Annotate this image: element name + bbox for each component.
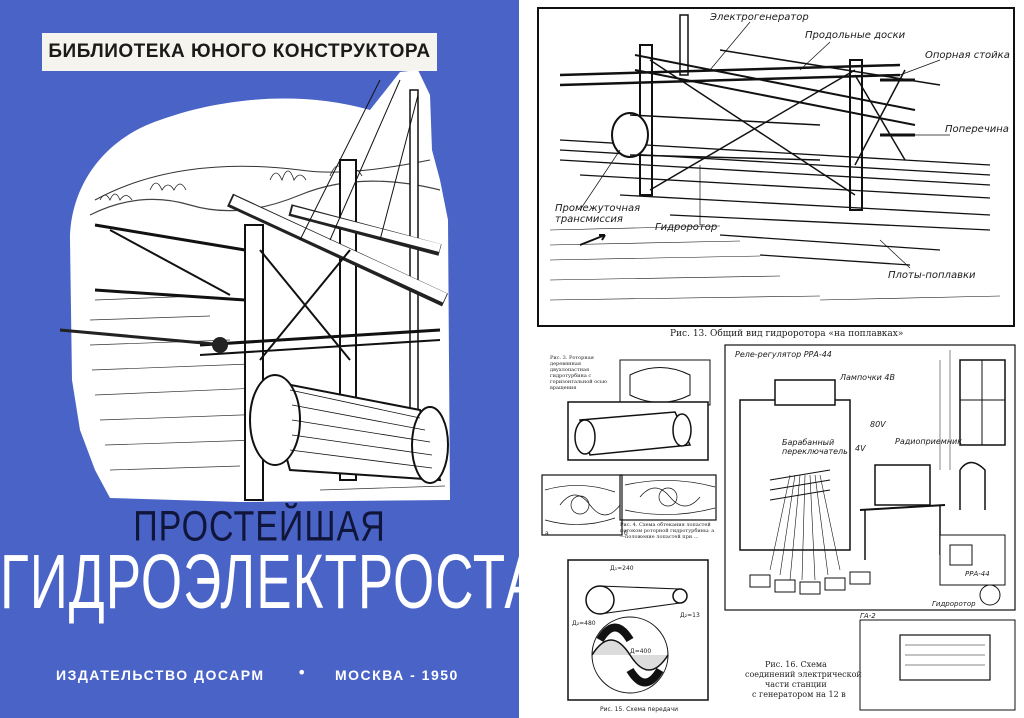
fig16-caption-2: соединений электрической	[745, 670, 862, 679]
fig4-mark-b: б	[624, 530, 628, 537]
label-80v: 80V	[870, 420, 886, 429]
cover-illustration	[59, 70, 450, 502]
fig4-caption: Рис. 4. Схема обтекания лопастей потоком…	[620, 522, 715, 540]
label-radio: Радиоприемник	[895, 437, 963, 446]
fig15-d2: Д₂=13	[680, 612, 700, 619]
fig16-caption-4: с генератором на 12 в	[752, 690, 846, 699]
label-long-boards: Продольные доски	[805, 30, 906, 41]
label-floats: Плоты-поплавки	[888, 270, 976, 281]
fig16-caption-3: части станции	[765, 680, 827, 689]
fig3-caption: Рис. 3. Роторная деревянная двухлопастна…	[550, 355, 608, 391]
series-title: БИБЛИОТЕКА ЮНОГО КОНСТРУКТОРА	[48, 41, 431, 62]
fig4-mark-a: а	[545, 530, 549, 537]
cover-title-line1: ПРОСТЕЙШАЯ	[133, 503, 386, 551]
label-hydrorotor: Гидроротор	[932, 600, 976, 608]
label-transmission: Промежуточная трансмиссия	[555, 203, 641, 225]
label-lamps: Лампочки 4В	[840, 373, 895, 382]
cover-title-line2: ГИДРОЭЛЕКТРОСТАНЦИЯ	[0, 539, 519, 626]
publisher: ИЗДАТЕЛЬСТВО ДОСАРМ	[56, 667, 265, 683]
label-4v: 4V	[855, 444, 866, 453]
separator-dot: •	[297, 663, 307, 682]
label-relay-small: РРА-44	[965, 570, 990, 578]
book-cover: БИБЛИОТЕКА ЮНОГО КОНСТРУКТОРА	[0, 0, 519, 718]
label-gen: ГА-2	[860, 612, 876, 620]
label-relay-regulator: Реле-регулятор РРА-44	[735, 350, 832, 359]
fig16-caption-1: Рис. 16. Схема	[765, 660, 827, 669]
label-rotor: Гидроротор	[655, 222, 718, 233]
illustration-page: Электрогенератор Продольные доски Опорна…	[520, 0, 1024, 718]
fig15-d1: Д₁=240	[610, 565, 634, 572]
fig13-caption: Рис. 13. Общий вид гидроротора «на попла…	[670, 329, 904, 339]
label-support-post: Опорная стойка	[925, 50, 1010, 61]
illustration-drawings	[537, 7, 1016, 711]
fig15-d3: Д=400	[630, 648, 652, 655]
label-generator: Электрогенератор	[710, 12, 809, 23]
series-banner: БИБЛИОТЕКА ЮНОГО КОНСТРУКТОРА	[42, 33, 437, 71]
fig15-d4: Д₂=480	[572, 620, 596, 627]
city-year: МОСКВА - 1950	[335, 667, 459, 683]
label-drum-switch: Барабанный переключатель	[782, 438, 848, 456]
fig15-caption: Рис. 15. Схема передачи	[600, 706, 679, 713]
label-crossbar: Поперечина	[945, 124, 1009, 135]
